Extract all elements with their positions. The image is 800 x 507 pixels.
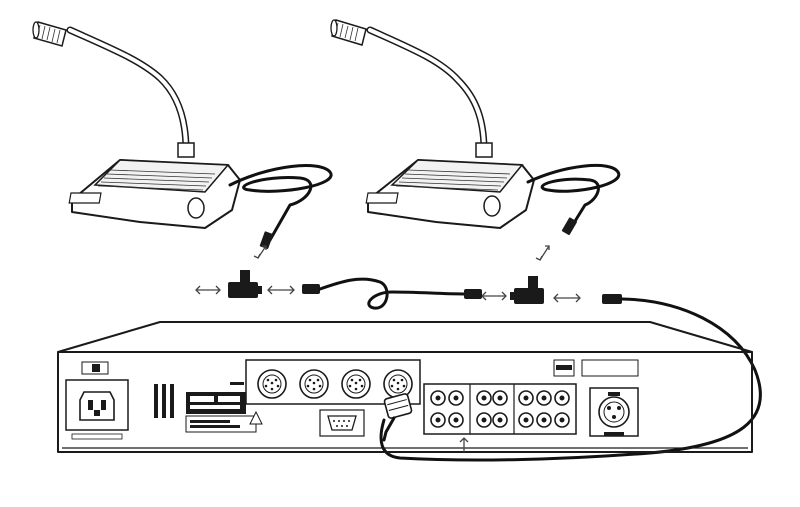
- mic-port-2: [299, 369, 329, 399]
- talk-button-1: [68, 192, 102, 204]
- serial-port: [319, 409, 365, 437]
- mic-port-group: [230, 359, 421, 405]
- double-arrow-left-1: [195, 285, 221, 295]
- microphone-unit-2: [330, 19, 621, 261]
- mic-port-1: [257, 369, 287, 399]
- gooseneck-2: [366, 26, 488, 154]
- t-connector-2: [510, 276, 544, 304]
- power-inlet: [65, 361, 129, 440]
- gooseneck-1: [66, 26, 190, 154]
- main-unit: [57, 321, 753, 453]
- rca-up-arrow: [459, 437, 469, 452]
- speaker-grille-1: [97, 169, 216, 191]
- mic-base-2: [365, 159, 535, 229]
- mic-port-3: [341, 369, 371, 399]
- mic-cable-1: [228, 164, 333, 242]
- extension-plug-1b: [464, 289, 482, 299]
- mic-capsule-2: [330, 19, 367, 46]
- t-connector-1: [228, 270, 262, 298]
- double-arrow-right-2: [553, 293, 581, 303]
- main-unit-top: [57, 321, 753, 353]
- vent-slots: [154, 384, 174, 418]
- extension-cable-1: [302, 277, 482, 310]
- double-arrow-left-2: [481, 291, 507, 301]
- rca-group-1: [430, 390, 464, 428]
- extension-cable-2: [379, 294, 762, 462]
- volume-knob-1: [187, 197, 205, 219]
- plug-arrow-2: [535, 245, 550, 261]
- gooseneck-base-1: [177, 142, 195, 158]
- plug-arrow-1: [253, 245, 267, 259]
- rca-group-2: [476, 390, 508, 428]
- mic-base-1: [68, 159, 241, 229]
- speaker-grille-2: [395, 169, 511, 191]
- talk-button-2: [365, 192, 399, 204]
- extension-plug-2a: [602, 294, 622, 304]
- warning-label: [185, 392, 263, 433]
- mic-plug-1: [259, 231, 274, 249]
- port-plug-connector: [382, 393, 413, 442]
- rca-group-3: [518, 390, 570, 428]
- gooseneck-base-2: [475, 142, 493, 158]
- volume-knob-2: [483, 195, 501, 217]
- mic-capsule-1: [32, 21, 67, 47]
- rca-jack-panel: [423, 383, 577, 435]
- main-unit-rear-panel: [57, 351, 753, 453]
- microphone-unit-1: [32, 21, 333, 259]
- extension-plug-1a: [302, 284, 320, 294]
- xlr-output: [553, 359, 639, 437]
- mic-plug-2: [561, 217, 577, 236]
- double-arrow-right-1: [267, 285, 295, 295]
- mic-port-4: [383, 369, 413, 399]
- mic-cable-2: [526, 163, 621, 228]
